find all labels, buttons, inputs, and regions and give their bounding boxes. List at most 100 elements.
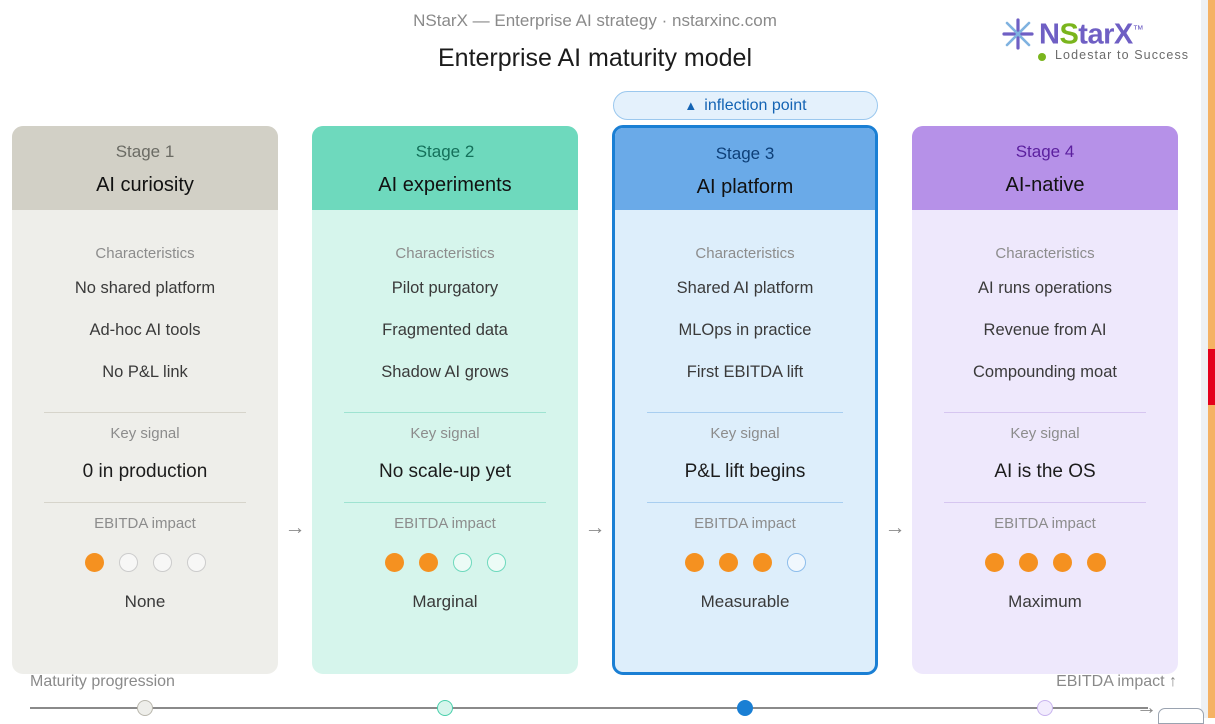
stage-card-4-key-signal: AI is the OS	[994, 461, 1096, 482]
stage-card-2-impact-word: Marginal	[412, 592, 478, 611]
stage-card-4-impact-word: Maximum	[1008, 592, 1082, 611]
progression-node-stage-4[interactable]	[1037, 700, 1053, 716]
stage-card-1[interactable]: Stage 1 AI curiosity Characteristics No …	[12, 126, 278, 674]
stage-card-4-body: Characteristics AI runs operations Reven…	[912, 245, 1178, 612]
key-signal-label: Key signal	[1010, 425, 1080, 442]
characteristics-label: Characteristics	[395, 245, 495, 262]
impact-dot-empty	[118, 553, 138, 572]
stage-card-4[interactable]: Stage 4 AI-native Characteristics AI run…	[912, 126, 1178, 674]
stage-card-3-stage-label: Stage 3	[715, 144, 775, 163]
stage-card-2-characteristics: Pilot purgatory Fragmented data Shadow A…	[326, 267, 564, 393]
impact-dot-filled	[1086, 553, 1106, 572]
divider	[344, 502, 546, 503]
bottom-edge-widget[interactable]	[1158, 708, 1204, 724]
inflection-point-label: inflection point	[704, 96, 807, 114]
list-item: No shared platform	[74, 279, 216, 297]
stage-card-4-stage-label: Stage 4	[1015, 142, 1075, 161]
stage-card-2-impact-dots	[326, 553, 564, 572]
trademark-icon: ™	[1132, 24, 1144, 36]
ebitda-impact-label: EBITDA impact	[394, 515, 496, 532]
stage-card-4-name: AI-native	[1005, 174, 1085, 196]
key-signal-label: Key signal	[110, 425, 180, 442]
divider	[944, 502, 1146, 503]
logo-tagline: Lodestar to Success	[1055, 48, 1190, 62]
stage-card-1-name: AI curiosity	[96, 174, 194, 196]
stage-card-2-body: Characteristics Pilot purgatory Fragment…	[312, 245, 578, 612]
divider	[944, 412, 1146, 413]
stage-card-2[interactable]: Stage 2 AI experiments Characteristics P…	[312, 126, 578, 674]
stage-card-2-stage-label: Stage 2	[415, 142, 475, 161]
progression-footer: Maturity progression EBITDA impact ↑ →	[0, 668, 1215, 718]
list-item: No P&L link	[102, 363, 188, 381]
list-item: AI runs operations	[978, 279, 1112, 297]
impact-dot-filled	[718, 553, 738, 572]
logo-letters-rest: tarX	[1078, 18, 1133, 51]
arrow-right-icon: →	[1136, 696, 1157, 719]
progression-node-stage-1[interactable]	[137, 700, 153, 716]
impact-dot-filled	[1052, 553, 1072, 572]
stage-card-1-header: Stage 1 AI curiosity	[12, 126, 278, 210]
stage-card-2-key-signal: No scale-up yet	[378, 461, 511, 482]
ebitda-impact-label: EBITDA impact	[94, 515, 196, 532]
list-item: Shared AI platform	[676, 279, 814, 297]
ebitda-impact-label: EBITDA impact	[694, 515, 796, 532]
list-item: Fragmented data	[382, 321, 508, 339]
page-header: NStarX — Enterprise AI strategy · nstarx…	[0, 0, 1215, 86]
progression-node-stage-2[interactable]	[437, 700, 453, 716]
stage-card-4-header: Stage 4 AI-native	[912, 126, 1178, 210]
progression-node-stage-3[interactable]	[737, 700, 753, 716]
list-item: First EBITDA lift	[686, 363, 804, 381]
stage-card-3[interactable]: Stage 3 AI platform Characteristics Shar…	[612, 125, 878, 675]
list-item: Pilot purgatory	[391, 279, 499, 297]
impact-dot-filled	[684, 553, 704, 572]
impact-dot-empty	[486, 553, 506, 572]
logo-green-dot-icon	[1038, 53, 1046, 61]
ebitda-impact-direction-label: EBITDA impact ↑	[1056, 673, 1177, 690]
page-edge-strip	[1208, 0, 1215, 718]
stage-card-3-header: Stage 3 AI platform	[615, 128, 875, 210]
characteristics-label: Characteristics	[995, 245, 1095, 262]
stage-card-3-impact-word: Measurable	[700, 592, 790, 611]
list-item: Compounding moat	[972, 363, 1117, 381]
divider	[647, 502, 843, 503]
impact-dot-filled	[984, 553, 1004, 572]
impact-dot-empty	[152, 553, 172, 572]
impact-dot-filled	[84, 553, 104, 572]
stage-card-4-characteristics: AI runs operations Revenue from AI Compo…	[926, 267, 1164, 393]
list-item: Ad-hoc AI tools	[89, 321, 201, 339]
divider	[344, 412, 546, 413]
stage-card-1-impact-word: None	[124, 592, 166, 611]
impact-dot-filled	[384, 553, 404, 572]
stage-card-1-key-signal: 0 in production	[82, 461, 208, 482]
stage-card-3-impact-dots	[629, 553, 861, 572]
inflection-point-badge[interactable]: ▲ inflection point	[613, 91, 878, 120]
divider	[44, 412, 246, 413]
impact-dot-empty	[786, 553, 806, 572]
impact-dot-filled	[418, 553, 438, 572]
header-eyebrow: NStarX — Enterprise AI strategy · nstarx…	[413, 11, 777, 30]
page-edge-red-marker	[1208, 349, 1215, 405]
divider	[44, 502, 246, 503]
divider	[647, 412, 843, 413]
logo-letter-s: S	[1059, 18, 1079, 51]
stage-card-1-impact-dots	[26, 553, 264, 572]
arrow-right-icon: →	[884, 516, 906, 539]
arrow-right-icon: →	[584, 516, 606, 539]
stage-card-4-impact-dots	[926, 553, 1164, 572]
logo-wordmark: NStarX™	[1039, 14, 1144, 51]
stage-card-2-name: AI experiments	[378, 174, 512, 196]
starburst-icon	[997, 16, 1039, 52]
stage-card-3-key-signal: P&L lift begins	[684, 461, 806, 482]
stage-card-1-characteristics: No shared platform Ad-hoc AI tools No P&…	[26, 267, 264, 393]
maturity-progression-label: Maturity progression	[30, 673, 175, 690]
stage-card-3-body: Characteristics Shared AI platform MLOps…	[615, 245, 875, 612]
progression-line	[30, 707, 1148, 709]
stage-card-3-characteristics: Shared AI platform MLOps in practice Fir…	[629, 267, 861, 393]
ebitda-impact-label: EBITDA impact	[994, 515, 1096, 532]
impact-dot-empty	[186, 553, 206, 572]
stage-cards-row: Stage 1 AI curiosity Characteristics No …	[0, 125, 1215, 675]
stage-card-3-name: AI platform	[696, 176, 794, 198]
stage-card-1-body: Characteristics No shared platform Ad-ho…	[12, 245, 278, 612]
logo-letter-n: N	[1039, 18, 1060, 51]
page-title: Enterprise AI maturity model	[437, 44, 752, 72]
